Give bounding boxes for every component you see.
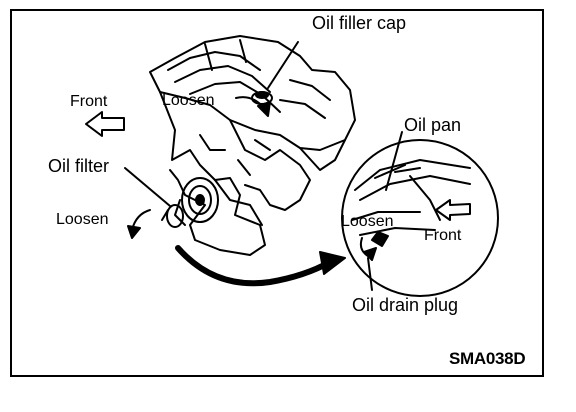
diagram-frame [10, 9, 544, 377]
label-oil-drain-plug: Oil drain plug [352, 295, 459, 315]
label-oil-pan: Oil pan [404, 115, 462, 135]
label-loosen-filter: Loosen [56, 211, 109, 228]
oil-pan-inset [341, 131, 499, 297]
oil-filler-cap [251, 41, 299, 105]
label-loosen-cap: Loosen [162, 92, 215, 109]
loosen-filter-arrow [127, 209, 151, 239]
engine-block [159, 91, 346, 256]
label-front-inset: Front [424, 227, 462, 244]
zoom-arrow [175, 245, 346, 287]
label-loosen-plug: Loosen [341, 213, 394, 230]
figure-code: SMA038D [449, 349, 526, 368]
label-oil-filter: Oil filter [48, 156, 110, 176]
crank-pulley [181, 177, 219, 223]
front-arrow-left [85, 111, 125, 137]
intake-manifold [149, 35, 356, 151]
label-front-left: Front [70, 93, 108, 110]
loosen-cap-arrow [235, 96, 271, 117]
label-oil-filler-cap: Oil filler cap [312, 13, 407, 33]
oil-filter [124, 167, 184, 228]
